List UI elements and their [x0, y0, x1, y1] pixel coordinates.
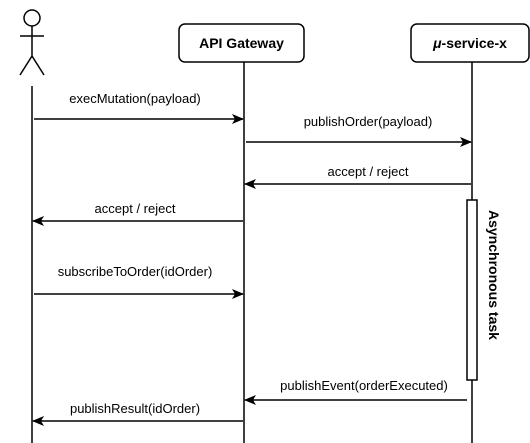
message-accept-reject-service-label: accept / reject — [328, 164, 409, 179]
service-participant: μ-service-x — [410, 23, 530, 63]
actor-left-leg — [19, 55, 33, 76]
actor-head — [23, 9, 41, 27]
async-task-label: Asynchronous task — [486, 210, 502, 340]
client-actor — [19, 9, 45, 76]
actor-right-leg — [31, 55, 45, 76]
message-publish-order-label: publishOrder(payload) — [304, 114, 433, 129]
message-accept-reject-client: accept / reject — [32, 201, 243, 226]
message-publish-result-label: publishResult(idOrder) — [70, 401, 200, 416]
async-activation-bar — [466, 199, 478, 381]
message-publish-result: publishResult(idOrder) — [32, 401, 243, 426]
gateway-label: API Gateway — [199, 35, 284, 51]
service-box — [410, 23, 530, 63]
service-label: μ-service-x — [432, 35, 507, 51]
message-subscribe-to-order: subscribeToOrder(idOrder) — [34, 264, 244, 299]
gateway-box — [178, 23, 305, 63]
message-publish-event: publishEvent(orderExecuted) — [244, 378, 467, 405]
message-exec-mutation-label: execMutation(payload) — [69, 91, 201, 106]
message-accept-reject-client-label: accept / reject — [95, 201, 176, 216]
gateway-participant: API Gateway — [178, 23, 305, 63]
message-subscribe-to-order-label: subscribeToOrder(idOrder) — [58, 264, 213, 279]
message-exec-mutation: execMutation(payload) — [34, 91, 244, 124]
message-publish-event-label: publishEvent(orderExecuted) — [280, 378, 448, 393]
message-accept-reject-service: accept / reject — [244, 164, 471, 189]
message-publish-order: publishOrder(payload) — [246, 114, 472, 147]
